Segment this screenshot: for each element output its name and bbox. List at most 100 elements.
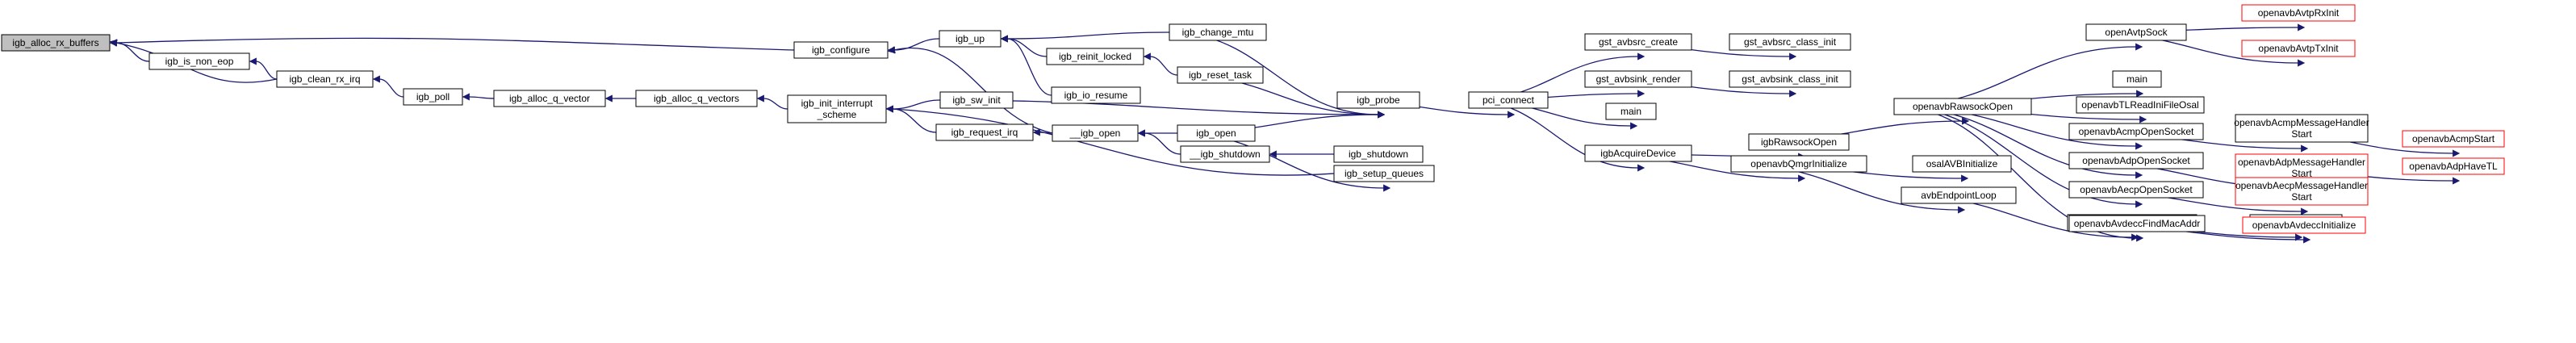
node-avb-endpoint-loop[interactable]: avbEndpointLoop	[1901, 186, 2017, 204]
node-main2[interactable]: main	[2112, 70, 2162, 88]
node-osal-avb-init[interactable]: osalAVBInitialize	[1912, 155, 2012, 173]
node-label: igb_alloc_q_vectors	[654, 93, 739, 104]
node-box	[1333, 145, 1424, 163]
node-open[interactable]: __igb_open	[1052, 124, 1139, 142]
node-box	[1912, 155, 2012, 173]
node-main1[interactable]: main	[1605, 102, 1657, 120]
node-qmgr-init[interactable]: openavbQmgrInitialize	[1730, 155, 1867, 173]
edge-change-mtu-to-up	[1000, 31, 1170, 43]
node-label: igb_clean_rx_irq	[289, 73, 360, 85]
node-avdecc-find-mac[interactable]: openavbAvdeccFindMacAddr	[2068, 215, 2206, 232]
node-label: Start	[2291, 191, 2312, 203]
node-box	[939, 30, 1002, 48]
node-up[interactable]: igb_up	[939, 30, 1002, 48]
node-box	[1051, 86, 1141, 104]
node-shutdown[interactable]: __igb_shutdown	[1180, 145, 1270, 163]
node-init-interrupt[interactable]: igb_init_interrupt_scheme	[787, 94, 887, 123]
edge-sw-init-to-init-interrupt	[885, 99, 941, 113]
node-acmp-start[interactable]: openavbAcmpStart	[2402, 130, 2505, 148]
node-box	[1177, 66, 1264, 84]
node-box	[1, 34, 111, 52]
node-label: openavbAcmpOpenSocket	[2079, 126, 2194, 137]
node-pci-connect[interactable]: pci_connect	[1468, 91, 1549, 109]
edge-open-to-request-irq	[1032, 128, 1053, 136]
node-label: igb_alloc_q_vector	[509, 93, 590, 104]
node-poll[interactable]: igb_poll	[403, 88, 463, 106]
node-label: igb_shutdown	[1349, 148, 1408, 160]
edge-alloc-q-vector-to-poll	[462, 93, 495, 101]
node-label: igb_change_mtu	[1182, 27, 1254, 38]
node-alloc-q-vectors[interactable]: igb_alloc_q_vectors	[635, 90, 758, 107]
node-aecp-open-socket[interactable]: openavbAecpOpenSocket	[2068, 181, 2204, 199]
node-label: igb_open	[1196, 128, 1236, 139]
node-acquire-device[interactable]: igbAcquireDevice	[1584, 144, 1692, 162]
node-reinit-locked[interactable]: igb_reinit_locked	[1046, 48, 1144, 65]
node-rawsock-open-igb[interactable]: igbRawsockOpen	[1748, 133, 1850, 151]
node-avtp-rx-init[interactable]: openavbAvtpRxInit	[2241, 4, 2356, 22]
node-label: openavbAcmpMessageHandler	[2234, 117, 2369, 128]
node-box	[2076, 96, 2205, 114]
node-change-mtu[interactable]: igb_change_mtu	[1169, 23, 1267, 41]
edge-up-to-configure	[887, 38, 940, 54]
node-rawsock-open[interactable]: openavbRawsockOpen	[1893, 98, 2032, 115]
node-reset-task[interactable]: igb_reset_task	[1177, 66, 1264, 84]
node-io-resume[interactable]: igb_io_resume	[1051, 86, 1141, 104]
node-box	[1336, 91, 1420, 109]
node-probe[interactable]: igb_probe	[1336, 91, 1420, 109]
node-adp-have-tl[interactable]: openavbAdpHaveTL	[2402, 157, 2505, 175]
node-avbsink-render[interactable]: gst_avbsink_render	[1584, 70, 1692, 88]
node-box	[2235, 153, 2369, 182]
node-label: igb_sw_init	[952, 94, 1001, 106]
node-label: openavbRawsockOpen	[1913, 101, 2013, 112]
node-acmp-open-socket[interactable]: openavbAcmpOpenSocket	[2068, 123, 2204, 140]
node-label: igb_poll	[416, 91, 450, 102]
node-request-irq[interactable]: igb_request_irq	[935, 123, 1034, 141]
edge-reinit-locked-to-up	[1000, 35, 1048, 57]
node-label: openavbAcmpStart	[2412, 133, 2495, 144]
node-label: igbRawsockOpen	[1761, 136, 1837, 148]
node-box	[1046, 48, 1144, 65]
node-label: igb_init_interrupt	[801, 98, 873, 109]
node-box	[1605, 102, 1657, 120]
node-box	[1893, 98, 2032, 115]
node-avtp-sock[interactable]: openAvtpSock	[2085, 23, 2187, 41]
node-avbsrc-create[interactable]: gst_avbsrc_create	[1584, 33, 1692, 51]
node-avbsrc-class-init[interactable]: gst_avbsrc_class_init	[1729, 33, 1851, 51]
node-label: openavbQmgrInitialize	[1750, 158, 1847, 169]
node-avdecc-init[interactable]: openavbAvdeccInitialize	[2242, 216, 2366, 234]
node-sw-init[interactable]: igb_sw_init	[939, 91, 1014, 109]
node-box	[2242, 216, 2366, 234]
node-label: igb_reinit_locked	[1059, 51, 1131, 62]
node-avbsink-class-init[interactable]: gst_avbsink_class_init	[1729, 70, 1851, 88]
node-setup-queues[interactable]: igb_setup_queues	[1333, 165, 1435, 182]
node-tl-read-ini[interactable]: openavbTLReadIniFileOsal	[2076, 96, 2205, 114]
node-label: main	[1620, 106, 1641, 117]
node-label: igb_io_resume	[1064, 90, 1128, 101]
node-box	[403, 88, 463, 106]
node-label: main	[2126, 73, 2147, 85]
edge-io-resume-to-up	[1000, 35, 1052, 96]
node-alloc-rx[interactable]: igb_alloc_rx_buffers	[1, 34, 111, 52]
node-label: igb_setup_queues	[1344, 168, 1424, 179]
node-box	[493, 90, 606, 107]
edge-shutdown-to-open	[1137, 129, 1181, 155]
node-box	[1052, 124, 1139, 142]
edge-is-non-eop-to-alloc-rx	[109, 39, 150, 62]
node-configure[interactable]: igb_configure	[793, 41, 889, 59]
node-label: igbAcquireDevice	[1600, 148, 1676, 159]
node-shutdown[interactable]: igb_shutdown	[1333, 145, 1424, 163]
node-adp-open-socket[interactable]: openavbAdpOpenSocket	[2068, 152, 2204, 169]
node-label: openavbAdpOpenSocket	[2082, 155, 2190, 166]
node-box	[1177, 124, 1256, 142]
node-alloc-q-vector[interactable]: igb_alloc_q_vector	[493, 90, 606, 107]
node-avtp-tx-init[interactable]: openavbAvtpTxInit	[2241, 40, 2356, 57]
node-is-non-eop[interactable]: igb_is_non_eop	[148, 52, 250, 70]
node-clean-rx-irq[interactable]: igb_clean_rx_irq	[276, 70, 374, 88]
node-box	[2068, 152, 2204, 169]
node-box	[2112, 70, 2162, 88]
edge-configure-to-alloc-rx	[109, 37, 795, 51]
node-open[interactable]: igb_open	[1177, 124, 1256, 142]
